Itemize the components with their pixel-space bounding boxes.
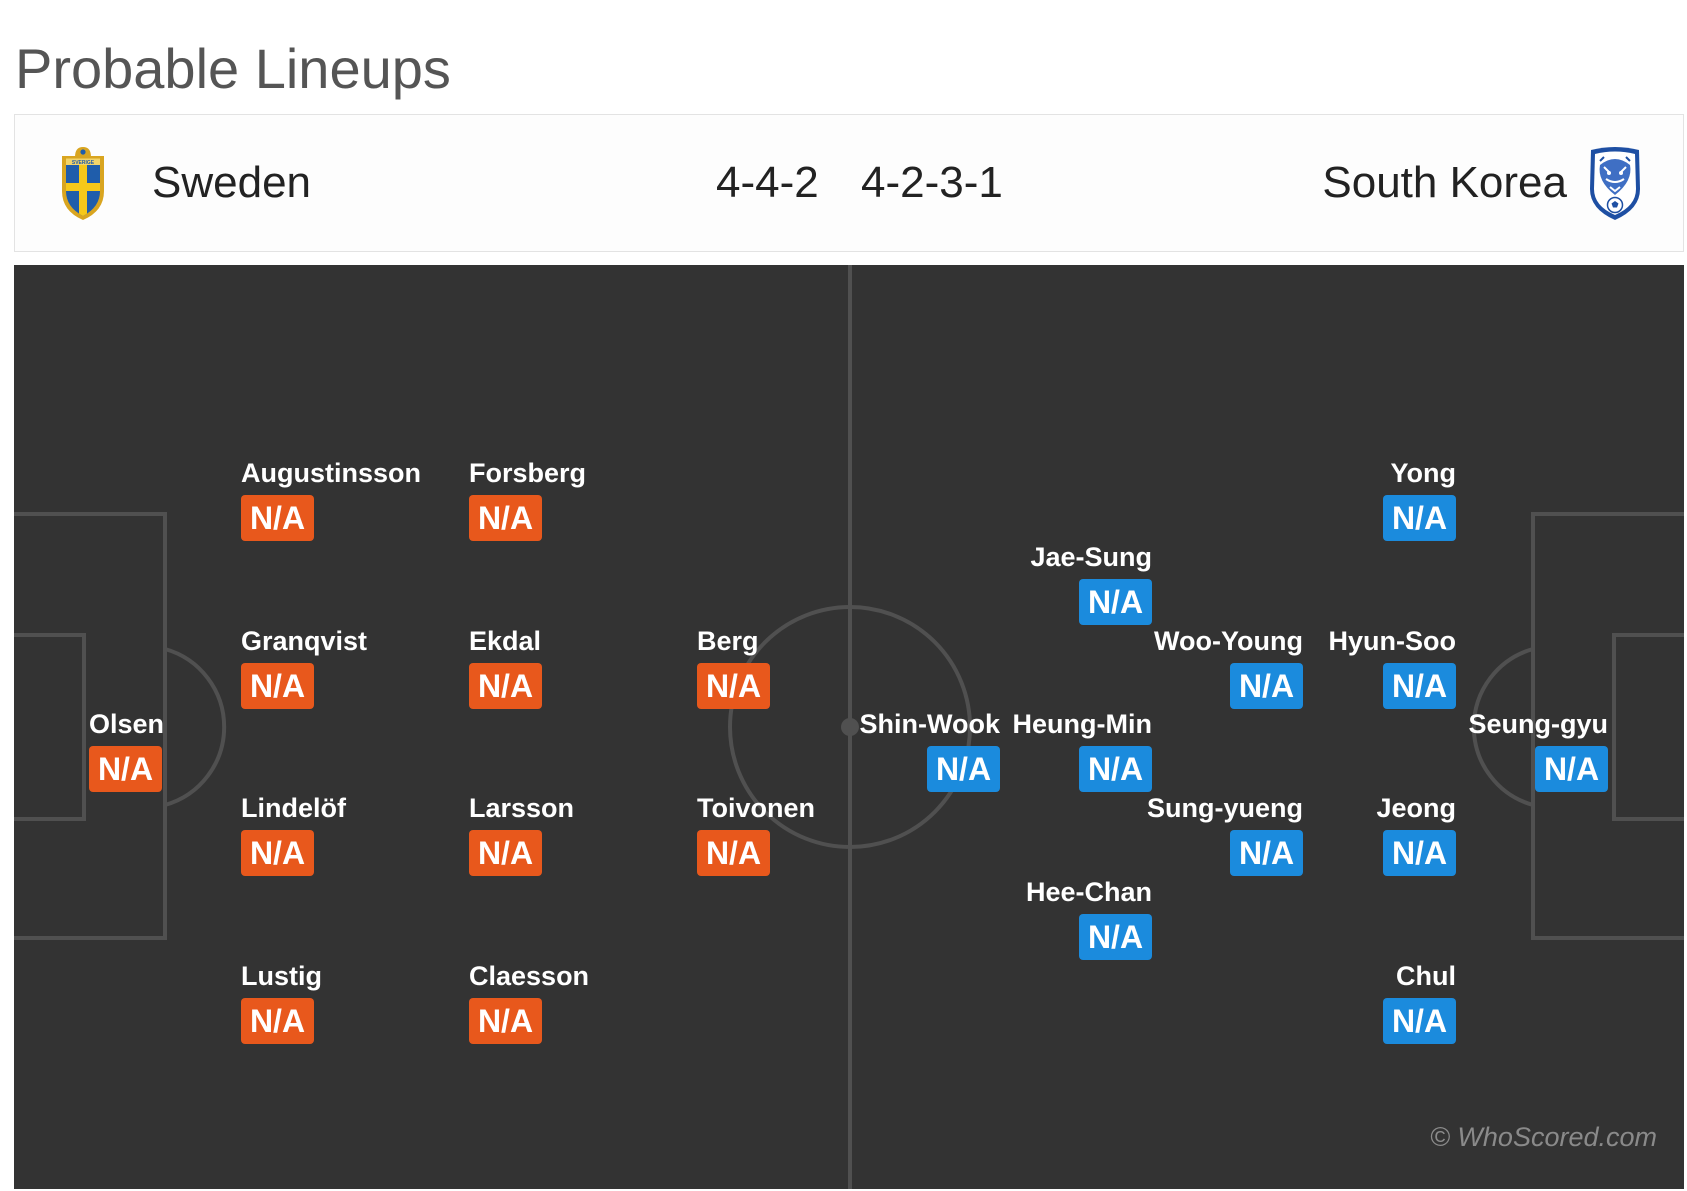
player-rating-badge: N/A xyxy=(1230,663,1303,709)
player-name[interactable]: Yong xyxy=(1390,458,1456,488)
right-goal-box xyxy=(1612,633,1684,821)
player-name[interactable]: Augustinsson xyxy=(241,458,421,488)
player-rating-badge: N/A xyxy=(1383,998,1456,1044)
page-title: Probable Lineups xyxy=(15,37,451,100)
player-name[interactable]: Ekdal xyxy=(469,626,542,656)
home-player[interactable]: Berg N/A xyxy=(697,626,770,709)
player-rating-badge: N/A xyxy=(469,998,542,1044)
sweden-crest-lettering: SVERIGE xyxy=(72,160,95,166)
player-rating-badge: N/A xyxy=(697,830,770,876)
home-player[interactable]: Ekdal N/A xyxy=(469,626,542,709)
left-penalty-box xyxy=(14,512,167,940)
player-rating-badge: N/A xyxy=(89,746,162,792)
away-player[interactable]: Seung-gyu N/A xyxy=(1468,709,1609,792)
player-rating-badge: N/A xyxy=(1383,663,1456,709)
home-player[interactable]: Larsson N/A xyxy=(469,793,574,876)
player-name[interactable]: Berg xyxy=(697,626,759,656)
player-name[interactable]: Shin-Wook xyxy=(859,709,1000,739)
player-rating-badge: N/A xyxy=(1383,495,1456,541)
lineup-header: SVERIGE Sweden 4-4-2 4-2-3-1 South Korea xyxy=(14,114,1684,252)
watermark: © WhoScored.com xyxy=(1430,1122,1657,1152)
center-spot xyxy=(841,718,859,736)
player-rating-badge: N/A xyxy=(1230,830,1303,876)
player-name[interactable]: Hyun-Soo xyxy=(1328,626,1457,656)
player-name[interactable]: Heung-Min xyxy=(1012,709,1152,739)
player-rating-badge: N/A xyxy=(1079,579,1152,625)
center-circle xyxy=(728,605,972,849)
pitch: Olsen N/A Augustinsson N/A Granqvist N/A… xyxy=(14,265,1684,1189)
player-name[interactable]: Seung-gyu xyxy=(1468,709,1609,739)
player-rating-badge: N/A xyxy=(241,830,314,876)
pitch-markings xyxy=(14,265,1684,1189)
left-penalty-arc xyxy=(164,647,227,807)
left-goal-box xyxy=(14,633,86,821)
home-player[interactable]: Forsberg N/A xyxy=(469,458,586,541)
right-penalty-arc xyxy=(1471,647,1534,807)
player-name[interactable]: Hee-Chan xyxy=(1025,877,1152,907)
player-name[interactable]: Lustig xyxy=(241,961,322,991)
away-team-formation: 4-2-3-1 xyxy=(861,158,1003,207)
player-name[interactable]: Claesson xyxy=(469,961,590,991)
player-rating-badge: N/A xyxy=(1535,746,1608,792)
player-rating-badge: N/A xyxy=(469,830,542,876)
player-name[interactable]: Larsson xyxy=(469,793,575,823)
home-player[interactable]: Granqvist N/A xyxy=(241,626,367,709)
home-player[interactable]: Olsen N/A xyxy=(89,709,164,792)
player-rating-badge: N/A xyxy=(1383,830,1456,876)
away-player[interactable]: Jeong N/A xyxy=(1376,793,1456,876)
player-name[interactable]: Jae-Sung xyxy=(1030,542,1152,572)
away-player[interactable]: Yong N/A xyxy=(1383,458,1456,541)
right-penalty-box xyxy=(1531,512,1684,940)
player-rating-badge: N/A xyxy=(1079,914,1152,960)
away-player[interactable]: Jae-Sung N/A xyxy=(1030,542,1152,625)
home-team-formation: 4-4-2 xyxy=(716,158,819,207)
player-rating-badge: N/A xyxy=(241,663,314,709)
player-name[interactable]: Olsen xyxy=(89,709,165,739)
home-player[interactable]: Claesson N/A xyxy=(469,961,589,1044)
sweden-crest-icon: SVERIGE xyxy=(62,147,104,220)
player-name[interactable]: Jeong xyxy=(1376,793,1456,823)
away-player[interactable]: Hyun-Soo N/A xyxy=(1328,626,1457,709)
away-player[interactable]: Shin-Wook N/A xyxy=(860,709,1000,792)
player-name[interactable]: Sung-yueng xyxy=(1147,793,1303,823)
player-name[interactable]: Forsberg xyxy=(469,458,587,488)
home-player[interactable]: Augustinsson N/A xyxy=(241,458,421,541)
player-name[interactable]: Granqvist xyxy=(241,626,368,656)
player-rating-badge: N/A xyxy=(241,495,314,541)
player-name[interactable]: Toivonen xyxy=(697,793,815,823)
player-name[interactable]: Woo-Young xyxy=(1154,626,1303,656)
away-team-name[interactable]: South Korea xyxy=(1322,158,1567,207)
player-rating-badge: N/A xyxy=(241,998,314,1044)
player-rating-badge: N/A xyxy=(1079,746,1152,792)
player-rating-badge: N/A xyxy=(927,746,1000,792)
player-name[interactable]: Chul xyxy=(1396,961,1456,991)
south-korea-crest-icon xyxy=(1590,147,1640,220)
away-player[interactable]: Heung-Min N/A xyxy=(1013,709,1152,792)
home-player[interactable]: Toivonen N/A xyxy=(697,793,815,876)
away-player[interactable]: Woo-Young N/A xyxy=(1154,626,1303,709)
player-rating-badge: N/A xyxy=(469,663,542,709)
away-player[interactable]: Hee-Chan N/A xyxy=(1026,877,1152,960)
home-player[interactable]: Lindelöf N/A xyxy=(241,793,346,876)
away-player[interactable]: Sung-yueng N/A xyxy=(1147,793,1303,876)
home-player[interactable]: Lustig N/A xyxy=(241,961,322,1044)
player-name[interactable]: Lindelöf xyxy=(241,793,346,823)
player-rating-badge: N/A xyxy=(697,663,770,709)
home-team-name[interactable]: Sweden xyxy=(152,158,312,207)
player-rating-badge: N/A xyxy=(469,495,542,541)
away-player[interactable]: Chul N/A xyxy=(1383,961,1456,1044)
